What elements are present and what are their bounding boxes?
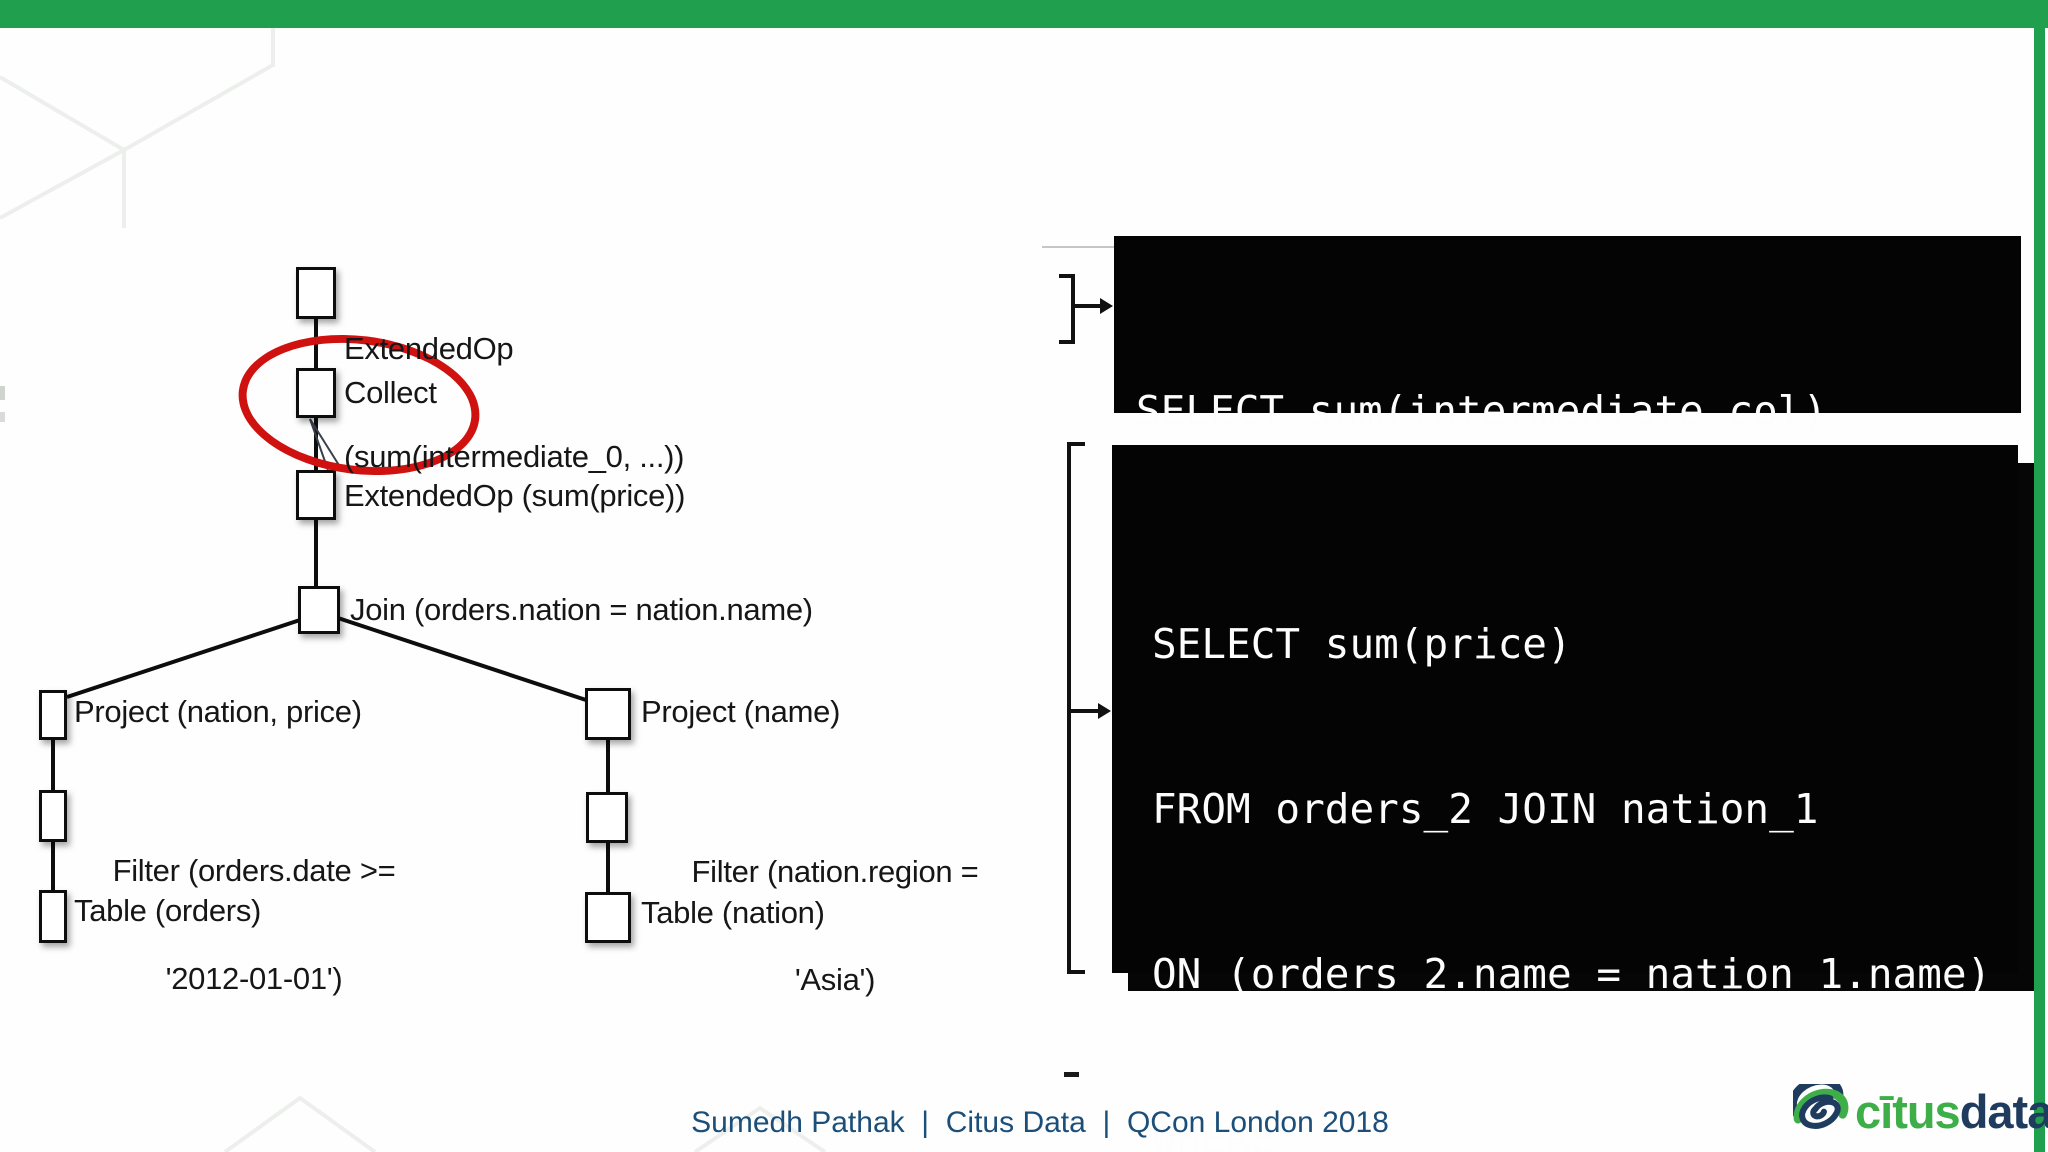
label-collect: Collect — [344, 375, 437, 410]
label-filter-left: Filter (orders.date >= '2012-01-01') — [112, 853, 396, 996]
label-project-right: Project (name) — [641, 694, 841, 729]
arrow-head-2 — [1098, 703, 1111, 719]
cursor-lines — [309, 418, 343, 471]
arrow-to-code-2 — [1069, 709, 1099, 713]
citusdata-logo: cītusdata — [1793, 1083, 2048, 1141]
footer-dash — [1064, 1072, 1079, 1077]
label-table-left: Table (orders) — [74, 893, 262, 928]
node-table-left — [39, 890, 67, 943]
bracket-bottom — [1067, 442, 1071, 974]
node-join — [298, 586, 340, 634]
diagram-to-code-link-line — [1042, 246, 1114, 248]
bracket-top-tick — [1059, 340, 1075, 344]
code-block-worker-text: SELECT sum(price) FROM orders_2 JOIN nat… — [1152, 620, 1992, 1152]
citusdata-swirl-icon — [1793, 1084, 1849, 1129]
node-table-right — [585, 892, 631, 943]
node-extended-op-mid — [296, 470, 336, 520]
left-edge-artifact — [0, 386, 5, 400]
node-filter-left — [39, 790, 67, 842]
label-project-left: Project (nation, price) — [74, 694, 362, 729]
bracket-bottom-tick — [1067, 970, 1085, 974]
node-project-right — [585, 688, 631, 740]
node-collect — [296, 368, 336, 418]
slide-right-green-strip — [2034, 0, 2045, 1152]
left-edge-artifact — [0, 412, 5, 422]
label-extended-op-top: ExtendedOp (sum(intermediate_0, ...)) — [344, 331, 685, 474]
label-filter-right: Filter (nation.region = 'Asia') — [691, 854, 979, 997]
bracket-top-tick — [1059, 274, 1075, 278]
label-join: Join (orders.nation = nation.name) — [350, 592, 813, 627]
code-block-worker — [1112, 445, 2018, 973]
bracket-bottom-tick — [1067, 442, 1085, 446]
code-block-coordinator — [1114, 236, 2021, 413]
node-extended-op-top — [296, 267, 336, 319]
slide-top-green-bar — [0, 0, 2048, 28]
arrow-to-code-1 — [1073, 304, 1101, 308]
arrow-head-1 — [1100, 298, 1113, 314]
footer-credits: Sumedh Pathak | Citus Data | QCon London… — [691, 1106, 1389, 1139]
citusdata-wordmark: cītusdata — [1855, 1085, 2048, 1138]
label-extended-op-mid: ExtendedOp (sum(price)) — [344, 478, 686, 513]
node-filter-right — [586, 792, 628, 843]
bracket-top — [1071, 274, 1075, 344]
node-project-left — [39, 690, 67, 740]
label-table-right: Table (nation) — [641, 895, 825, 930]
